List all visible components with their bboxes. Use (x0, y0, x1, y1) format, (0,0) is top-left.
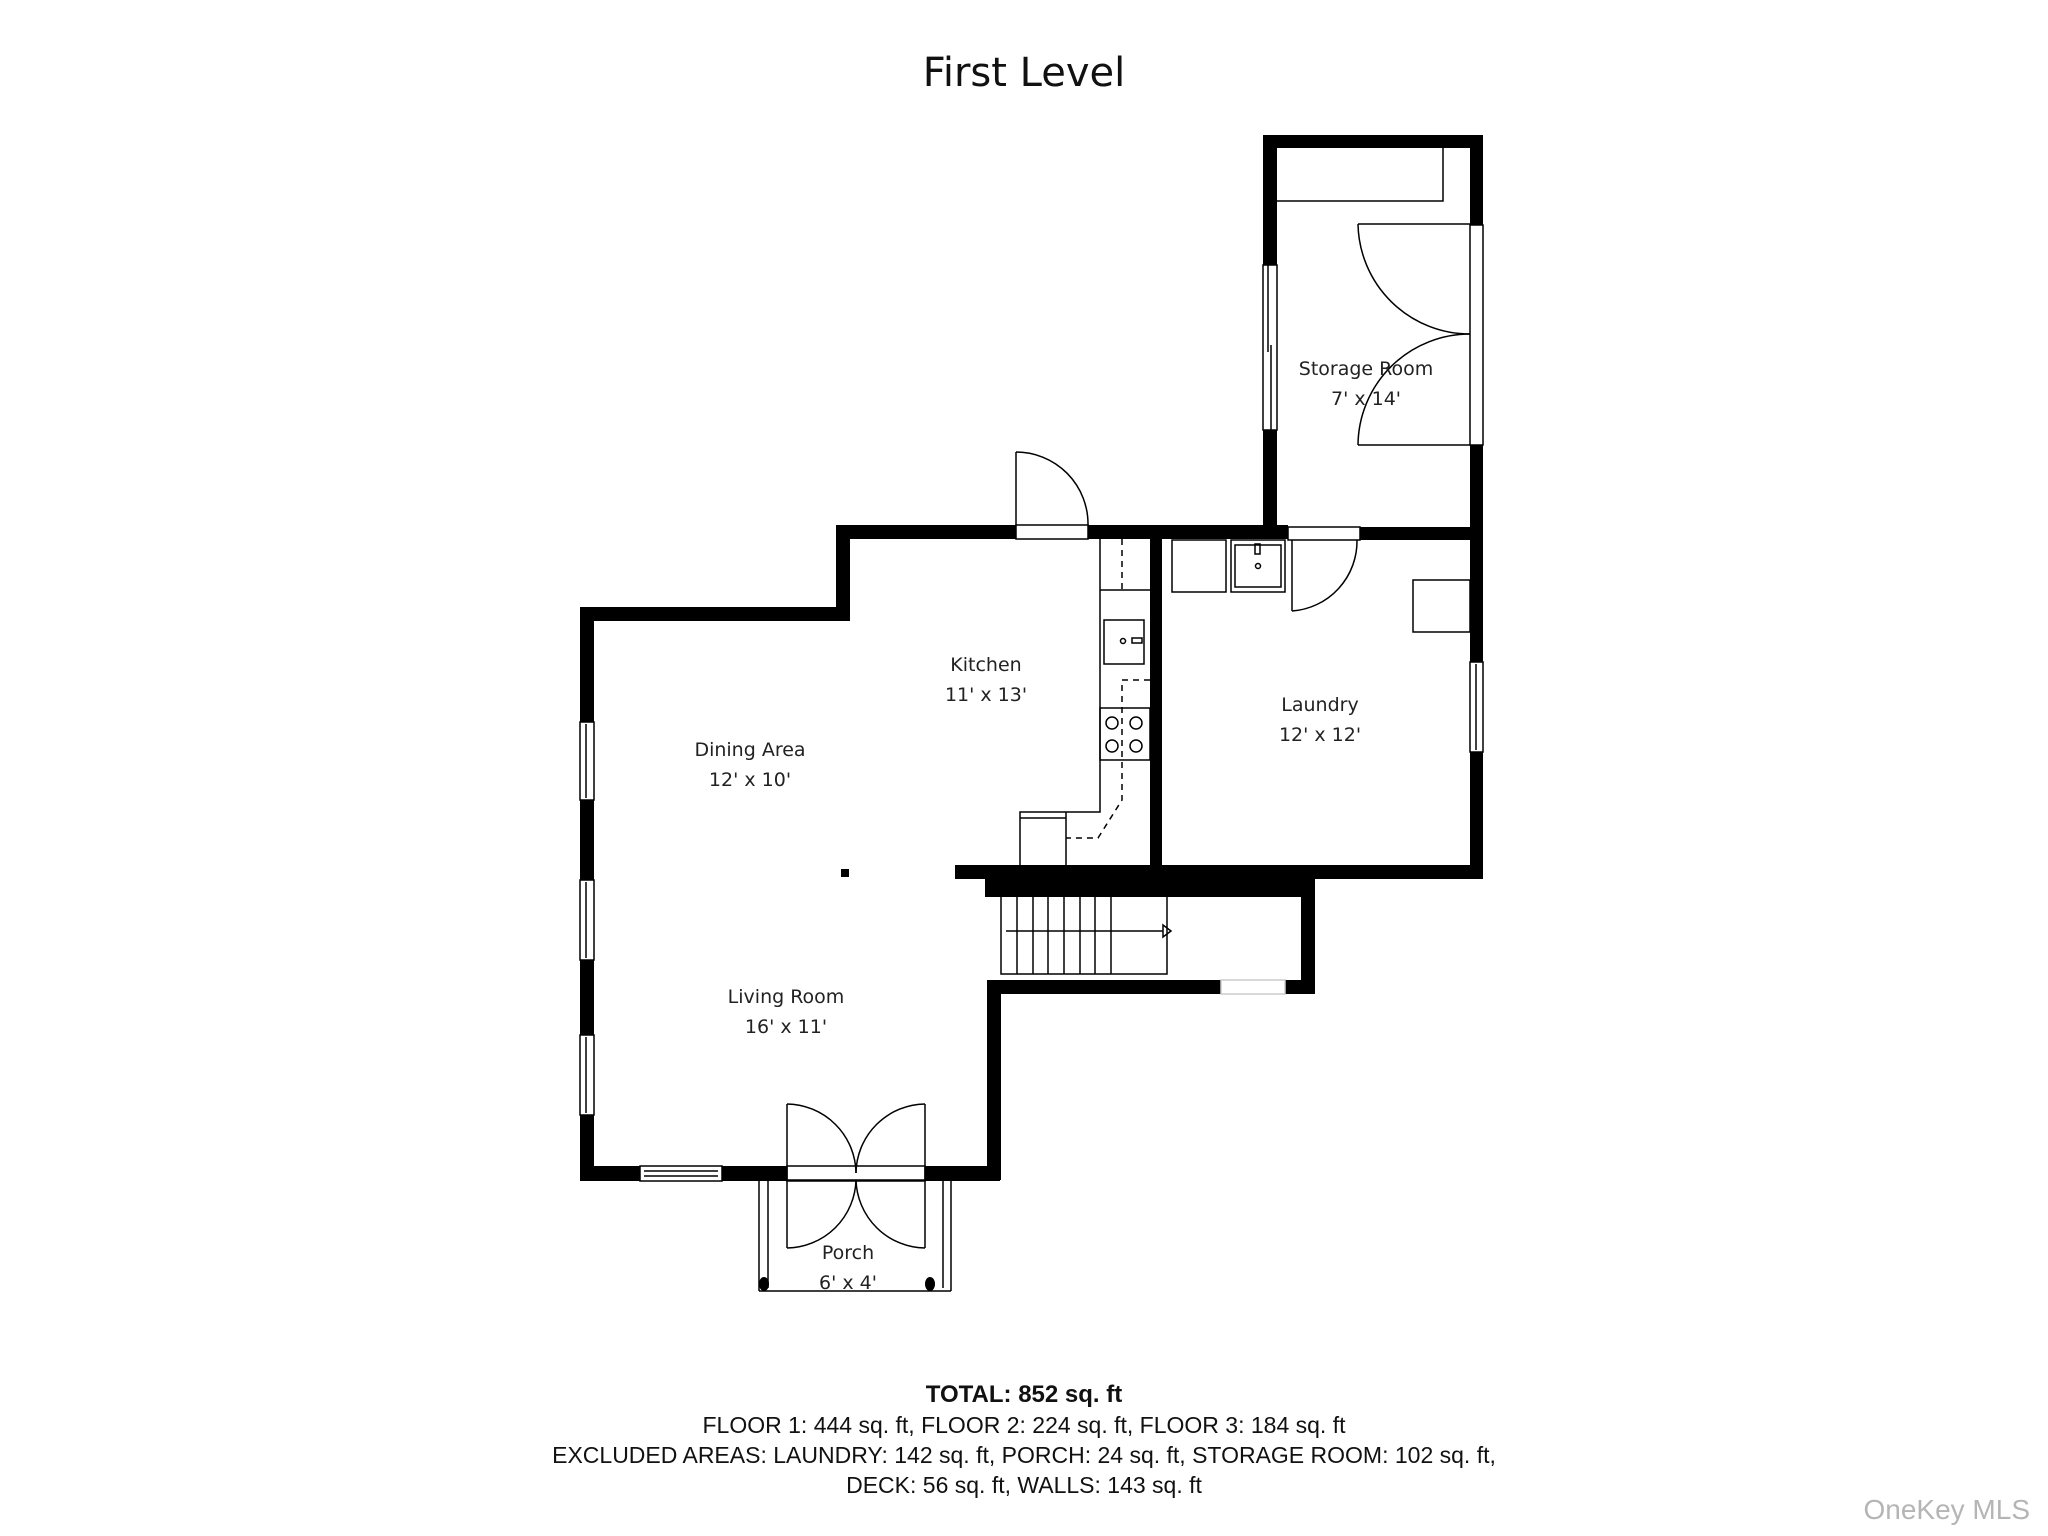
room-kitchen: Kitchen 11' x 13' (945, 650, 1027, 710)
room-dims: 11' x 13' (944, 684, 1028, 706)
room-dims: 12' x 12' (1278, 724, 1362, 746)
fixtures (579, 148, 1484, 1292)
excluded-areas-2: DECK: 56 sq. ft, WALLS: 143 sq. ft (846, 1472, 1202, 1498)
area-summary: TOTAL: 852 sq. ft FLOOR 1: 444 sq. ft, F… (0, 1380, 2048, 1500)
floor-title: First Level (922, 50, 1126, 96)
room-name: Living Room (727, 986, 845, 1008)
excluded-areas-1: EXCLUDED AREAS: LAUNDRY: 142 sq. ft, POR… (552, 1442, 1496, 1468)
room-living-room: Living Room 16' x 11' (728, 982, 845, 1042)
room-laundry: Laundry 12' x 12' (1279, 690, 1361, 750)
room-name: Storage Room (1298, 358, 1434, 380)
room-dims: 6' x 4' (819, 1272, 877, 1294)
watermark-logo: OneKey MLS (1863, 1494, 2030, 1525)
porch-posts (759, 869, 935, 1291)
floor-areas: FLOOR 1: 444 sq. ft, FLOOR 2: 224 sq. ft… (702, 1412, 1346, 1438)
room-dims: 16' x 11' (744, 1016, 828, 1038)
room-dining-area: Dining Area 12' x 10' (694, 735, 805, 795)
total-area: TOTAL: 852 sq. ft (925, 1381, 1123, 1408)
room-dims: 12' x 10' (708, 769, 792, 791)
walls (580, 135, 1483, 1181)
room-name: Dining Area (694, 739, 806, 761)
room-name: Laundry (1281, 694, 1359, 716)
room-storage: Storage Room 7' x 14' (1299, 354, 1433, 414)
room-dims: 7' x 14' (1330, 388, 1402, 410)
room-name: Porch (821, 1242, 875, 1264)
room-porch: Porch 6' x 4' (819, 1238, 877, 1298)
room-name: Kitchen (950, 654, 1022, 676)
